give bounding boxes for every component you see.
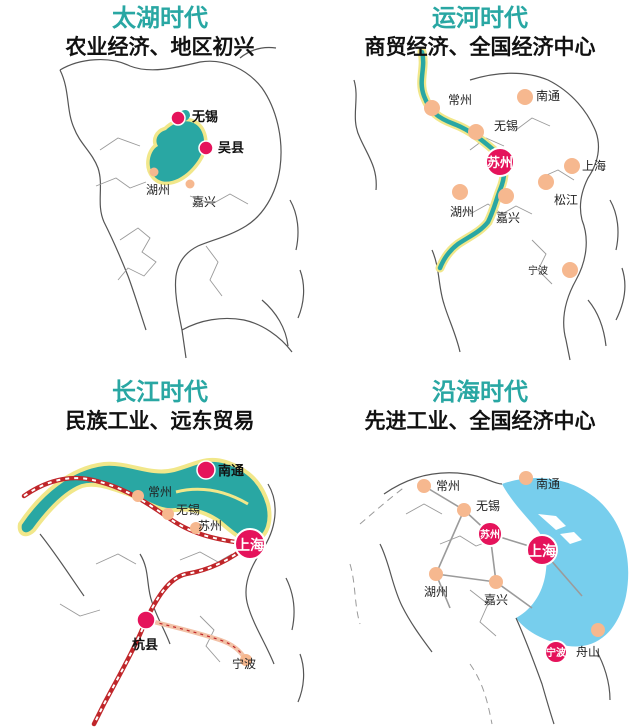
city-label: 松江 [554,193,578,207]
city-label: 苏州 [480,528,500,541]
city-marker-wuxi [162,508,174,520]
city-label: 上海 [582,158,606,173]
city-label: 上海 [528,543,556,560]
panel-yangtze-era: 南通 常州 无锡 苏州 上海 杭县 宁波 长江时代 民族工业、远东贸易 [0,364,320,728]
city-label: 南通 [536,476,560,491]
city-marker-wuxi [468,124,484,140]
city-label: 吴县 [218,141,244,156]
panel-subtitle: 先进工业、全国经济中心 [364,409,596,433]
city-marker-changzhou [132,490,144,502]
railway-hangzhou-south [91,617,149,727]
panel-title: 长江时代 [112,378,208,406]
city-marker-shanghai [234,528,266,560]
city-label: 湖州 [450,204,474,219]
city-marker-wuxi [457,503,471,517]
city-marker-suzhou [485,147,515,177]
city-label: 宁波 [232,656,256,671]
panel-subtitle: 商贸经济、全国经济中心 [364,35,596,59]
city-marker-changzhou [424,100,440,116]
city-marker-ningbo [544,640,568,664]
panel-canal-era: 常州 南通 无锡 苏州 上海 松江 湖州 嘉兴 宁波 运河时代 商贸经济、全国经… [320,0,640,364]
railway-hangzhou-ningbo [143,617,249,663]
city-label: 宁波 [528,264,548,277]
coastal-era-map: 常州 南通 无锡 苏州 上海 湖州 嘉兴 宁波 舟山 [349,471,629,725]
city-marker-suzhou [190,522,202,534]
city-label: 无锡 [494,118,518,133]
coastline-outline [59,46,305,359]
city-label: 湖州 [146,182,170,197]
city-marker-wuxi [170,110,186,126]
panel-taihu-era: 无锡 吴县 湖州 嘉兴 太湖时代 农业经济、地区初兴 [0,0,320,364]
city-marker-ningbo [240,654,252,666]
city-marker-shanghai [526,534,558,566]
city-label: 苏州 [198,519,222,533]
railway-shanghai-hangzhou [143,541,253,623]
panel-coastal-era: 常州 南通 无锡 苏州 上海 湖州 嘉兴 宁波 舟山 沿海时代 先进工业、全国经… [320,364,640,728]
city-label: 湖州 [424,584,448,599]
islands [538,514,582,544]
city-marker-jiaxing [489,575,503,589]
canal-era-map: 常州 南通 无锡 苏州 上海 松江 湖州 嘉兴 宁波 [353,47,626,361]
city-label: 南通 [218,463,244,479]
city-marker-zhoushan [591,623,605,637]
city-label: 无锡 [476,498,500,513]
city-label: 苏州 [487,155,513,171]
province-border [349,485,493,725]
city-marker-jiaxing [185,179,195,189]
taihu-lake [149,121,205,182]
city-label: 无锡 [191,109,218,125]
city-label: 宁波 [546,646,567,659]
city-marker-wuxian [198,140,214,156]
coastline-outline [39,483,305,703]
city-label: 嘉兴 [496,211,520,225]
city-marker-shanghai [564,158,580,174]
city-marker-nantong [196,460,216,480]
city-marker-jiaxing [498,188,514,204]
city-label: 嘉兴 [484,593,508,607]
panel-title: 沿海时代 [432,378,528,406]
panel-subtitle: 农业经济、地区初兴 [65,35,255,59]
panel-title: 运河时代 [432,4,528,32]
city-marker-changzhou [417,479,431,493]
city-label: 南通 [536,88,560,103]
city-marker-nantong [517,89,533,105]
city-marker-hangxian [136,610,156,630]
rivers [95,137,249,297]
city-label: 杭县 [132,637,158,653]
city-marker-ningbo [562,262,578,278]
city-marker-huzhou [429,567,443,581]
coastline-outline [379,472,611,725]
city-marker-huzhou [452,184,468,200]
city-marker-suzhou [477,521,503,547]
city-label: 无锡 [176,502,200,517]
city-label: 上海 [236,537,264,554]
city-marker-songjiang [538,174,554,190]
panel-title: 太湖时代 [112,4,208,32]
city-label: 常州 [148,485,172,499]
panel-subtitle: 民族工业、远东贸易 [65,409,255,433]
city-label: 常州 [448,93,472,107]
city-label: 嘉兴 [192,195,216,209]
taihu-era-map: 无锡 吴县 湖州 嘉兴 [59,46,305,359]
city-marker-huzhou [149,167,159,177]
river-bank [175,487,249,506]
city-label: 舟山 [576,645,600,659]
east-china-sea [502,478,629,647]
yangtze-era-map: 南通 常州 无锡 苏州 上海 杭县 宁波 [17,457,305,727]
city-marker-nantong [519,471,533,485]
city-label: 常州 [436,479,460,493]
